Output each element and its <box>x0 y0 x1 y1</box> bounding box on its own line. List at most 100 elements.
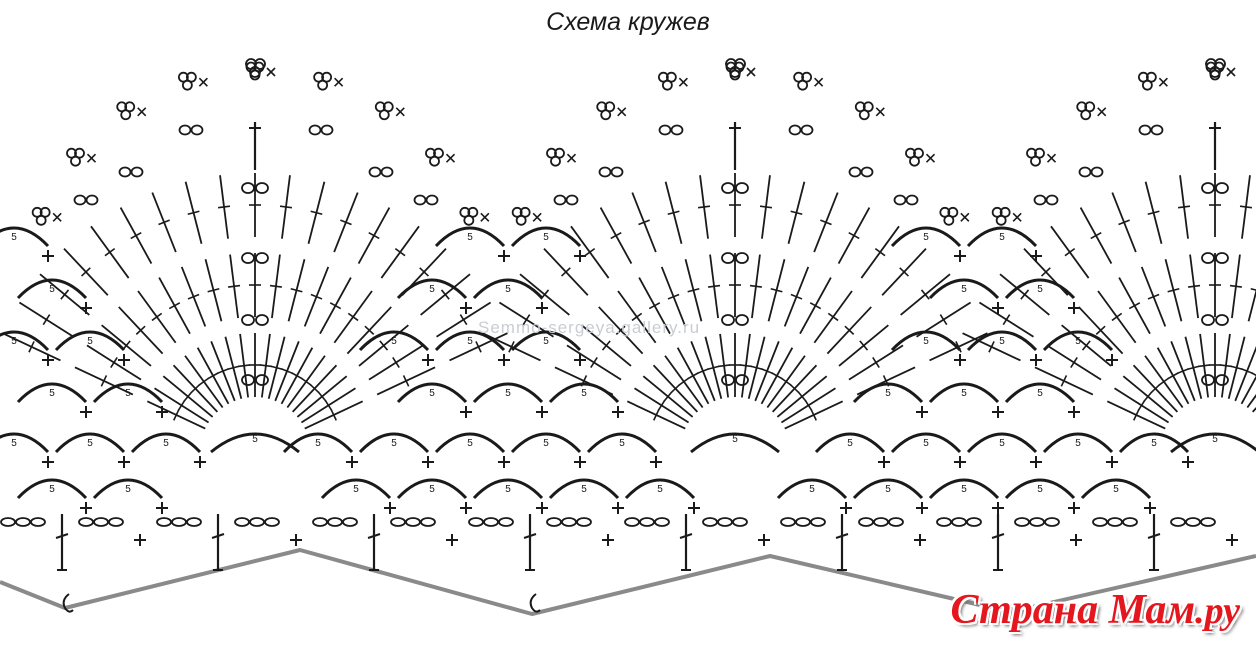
chain-arch <box>928 278 1000 300</box>
chain-oval <box>780 517 796 527</box>
fan-base-arch <box>1170 432 1256 454</box>
chain-oval <box>860 166 874 178</box>
chain-oval <box>327 517 343 527</box>
stitch-crossbar <box>309 383 320 394</box>
arch-count-label: 5 <box>505 284 511 295</box>
chain-oval <box>241 374 255 386</box>
arch-count-label: 5 <box>847 438 853 449</box>
stitch-crossbar <box>590 357 598 369</box>
arch-count-label: 5 <box>49 388 55 399</box>
stitch-crossbar <box>827 312 839 322</box>
chain-oval <box>561 517 577 527</box>
single-crochet-cross <box>814 77 824 87</box>
arch-count-label: 5 <box>429 284 435 295</box>
stitch-crossbar <box>1090 231 1102 240</box>
chain-oval <box>858 517 874 527</box>
picot <box>249 66 261 78</box>
single-crochet-cross <box>266 67 276 77</box>
stitch-crossbar <box>55 533 69 539</box>
chain-arch <box>928 382 1000 404</box>
chain-arch <box>1042 330 1114 352</box>
chain-arch <box>586 432 658 454</box>
stitch-crossbar <box>580 375 588 387</box>
chain-oval <box>888 517 904 527</box>
chain-arch <box>548 478 620 500</box>
chain-oval <box>658 124 672 136</box>
chain-oval <box>735 252 749 264</box>
chain-oval <box>721 314 735 326</box>
stitch-crossbar <box>28 341 35 353</box>
single-crochet-cross <box>52 212 62 222</box>
picot <box>858 109 870 121</box>
stitch-crossbar <box>667 210 680 216</box>
stitch-crossbar <box>718 364 731 368</box>
chain-arch <box>92 478 164 500</box>
chain-oval <box>241 314 255 326</box>
chain-oval <box>1215 374 1229 386</box>
stitch-crossbar <box>177 399 186 411</box>
chain-oval <box>1092 517 1108 527</box>
stitch-crossbar <box>679 533 693 539</box>
stitch-crossbar <box>158 219 170 226</box>
chain-oval <box>788 124 802 136</box>
stitch-crossbar <box>631 312 643 322</box>
chain-arch <box>1080 478 1152 500</box>
arch-count-label: 5 <box>543 438 549 449</box>
chain-oval <box>721 252 735 264</box>
chain-oval <box>1107 517 1123 527</box>
chain-oval <box>905 194 919 206</box>
chain-oval <box>1215 252 1229 264</box>
arch-count-label: 5 <box>999 438 1005 449</box>
arch-count-label: 5 <box>252 434 258 445</box>
stitch-crossbar <box>882 375 890 387</box>
arch-count-label: 5 <box>923 336 929 347</box>
chain-arch <box>92 382 164 404</box>
chain-oval <box>795 517 811 527</box>
single-crochet-cross <box>137 107 147 117</box>
stitch-crossbar <box>440 289 450 300</box>
chain-arch <box>472 278 544 300</box>
stitch-crossbar <box>522 314 531 326</box>
chain-oval <box>85 194 99 206</box>
chain-oval <box>1201 314 1215 326</box>
chain-oval <box>234 517 250 527</box>
picot <box>661 79 673 91</box>
chain-oval <box>1033 194 1047 206</box>
stitch-crossbar <box>317 391 327 402</box>
chain-arch <box>966 226 1038 248</box>
stitch-crossbar <box>790 210 803 216</box>
chain-oval <box>624 517 640 527</box>
single-crochet-cross <box>1012 212 1022 222</box>
chain-oval <box>368 166 382 178</box>
arch-count-label: 5 <box>961 484 967 495</box>
stitch-crossbar <box>80 267 91 277</box>
stitch-crossbar <box>835 533 849 539</box>
arch-count-label: 5 <box>467 438 473 449</box>
stitch-crossbar <box>207 372 219 380</box>
arch-count-label: 5 <box>885 484 891 495</box>
chain-arch <box>510 432 582 454</box>
stitch-crossbar <box>379 340 389 351</box>
chain-oval <box>312 517 328 527</box>
chain-arch <box>890 432 962 454</box>
stitch-crossbar <box>211 533 225 539</box>
stitch-crossbar <box>789 383 800 394</box>
fan-base-arch <box>690 432 780 454</box>
arch-count-label: 5 <box>391 336 397 347</box>
stitch-crossbar <box>1198 364 1211 368</box>
stitch-crossbar <box>780 377 792 386</box>
chain-arch <box>1004 382 1076 404</box>
chain-arch <box>396 382 468 404</box>
single-crochet-cross <box>746 67 756 77</box>
edge-hook-mark <box>62 593 74 613</box>
arch-count-label: 5 <box>961 284 967 295</box>
fan-base-arch <box>210 432 300 454</box>
stitch-crossbar <box>955 341 962 353</box>
chain-oval <box>1201 182 1215 194</box>
stitch-crossbar <box>368 231 380 240</box>
chain-arch <box>776 478 848 500</box>
chain-arch <box>0 432 50 454</box>
chain-oval <box>380 166 394 178</box>
strana-mam-logo: Страна Мам.ру <box>951 586 1241 634</box>
